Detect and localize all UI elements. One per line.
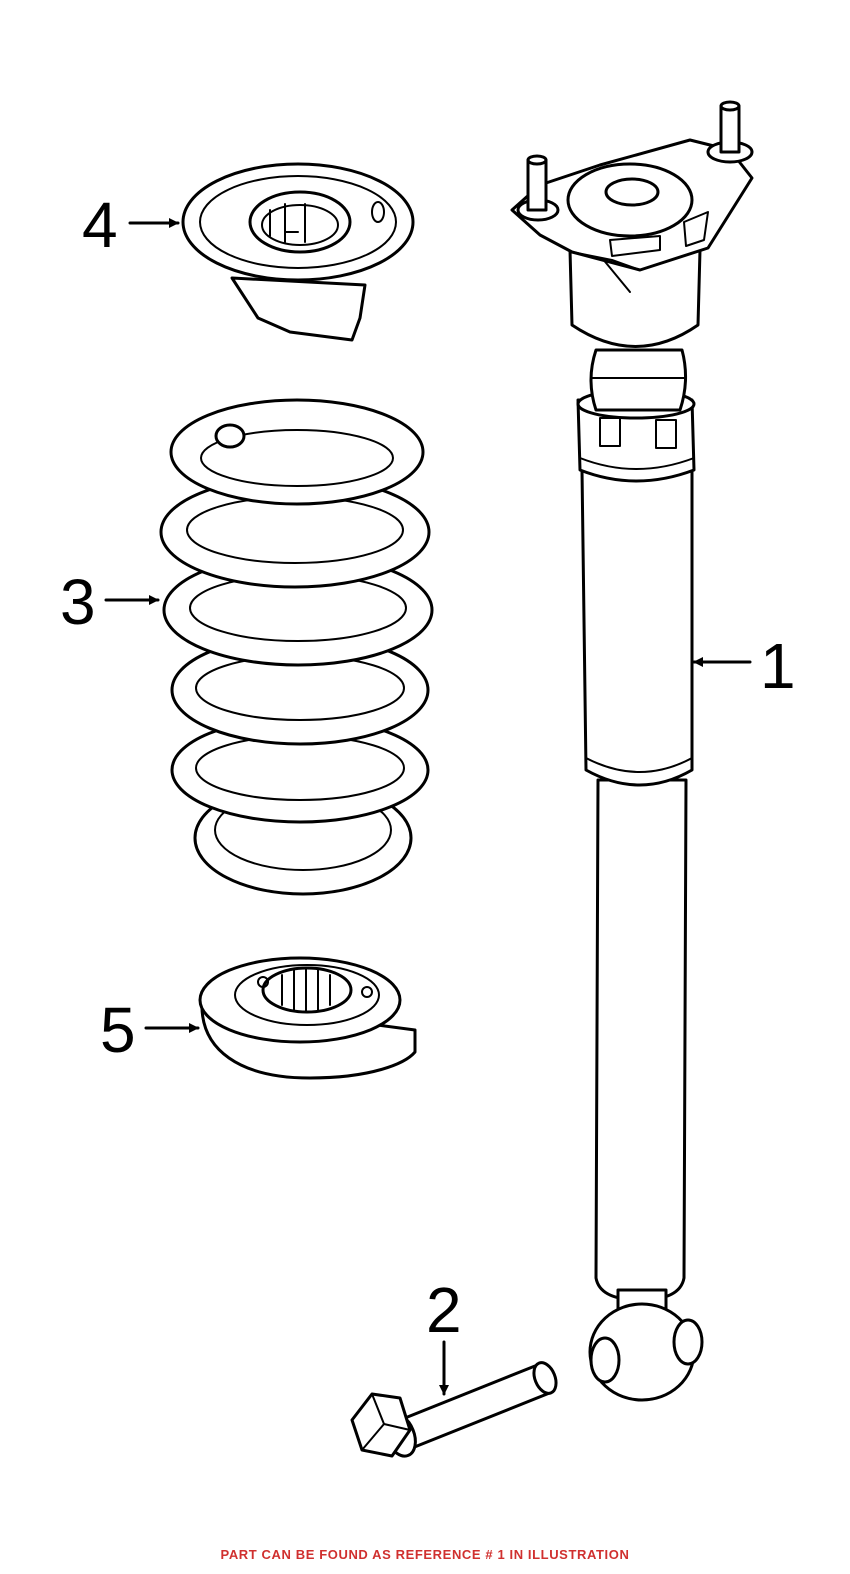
callout-number-4: 4 bbox=[82, 189, 118, 261]
callout-number-5: 5 bbox=[100, 994, 136, 1066]
callout-number-1: 1 bbox=[760, 630, 796, 702]
coil-spring bbox=[159, 398, 434, 896]
callout-4: 4 bbox=[82, 189, 180, 261]
mounting-bolt bbox=[350, 1361, 558, 1458]
callout-5: 5 bbox=[100, 994, 200, 1066]
callout-1: 1 bbox=[692, 630, 796, 702]
callout-number-3: 3 bbox=[60, 566, 96, 638]
callout-3: 3 bbox=[60, 566, 160, 638]
lower-spring-seat bbox=[198, 956, 417, 1080]
callout-2: 2 bbox=[426, 1274, 462, 1396]
upper-spring-seat bbox=[181, 162, 415, 342]
reference-note: PART CAN BE FOUND AS REFERENCE # 1 IN IL… bbox=[220, 1547, 630, 1562]
callout-number-2: 2 bbox=[426, 1274, 462, 1346]
shock-absorber bbox=[510, 100, 754, 1402]
